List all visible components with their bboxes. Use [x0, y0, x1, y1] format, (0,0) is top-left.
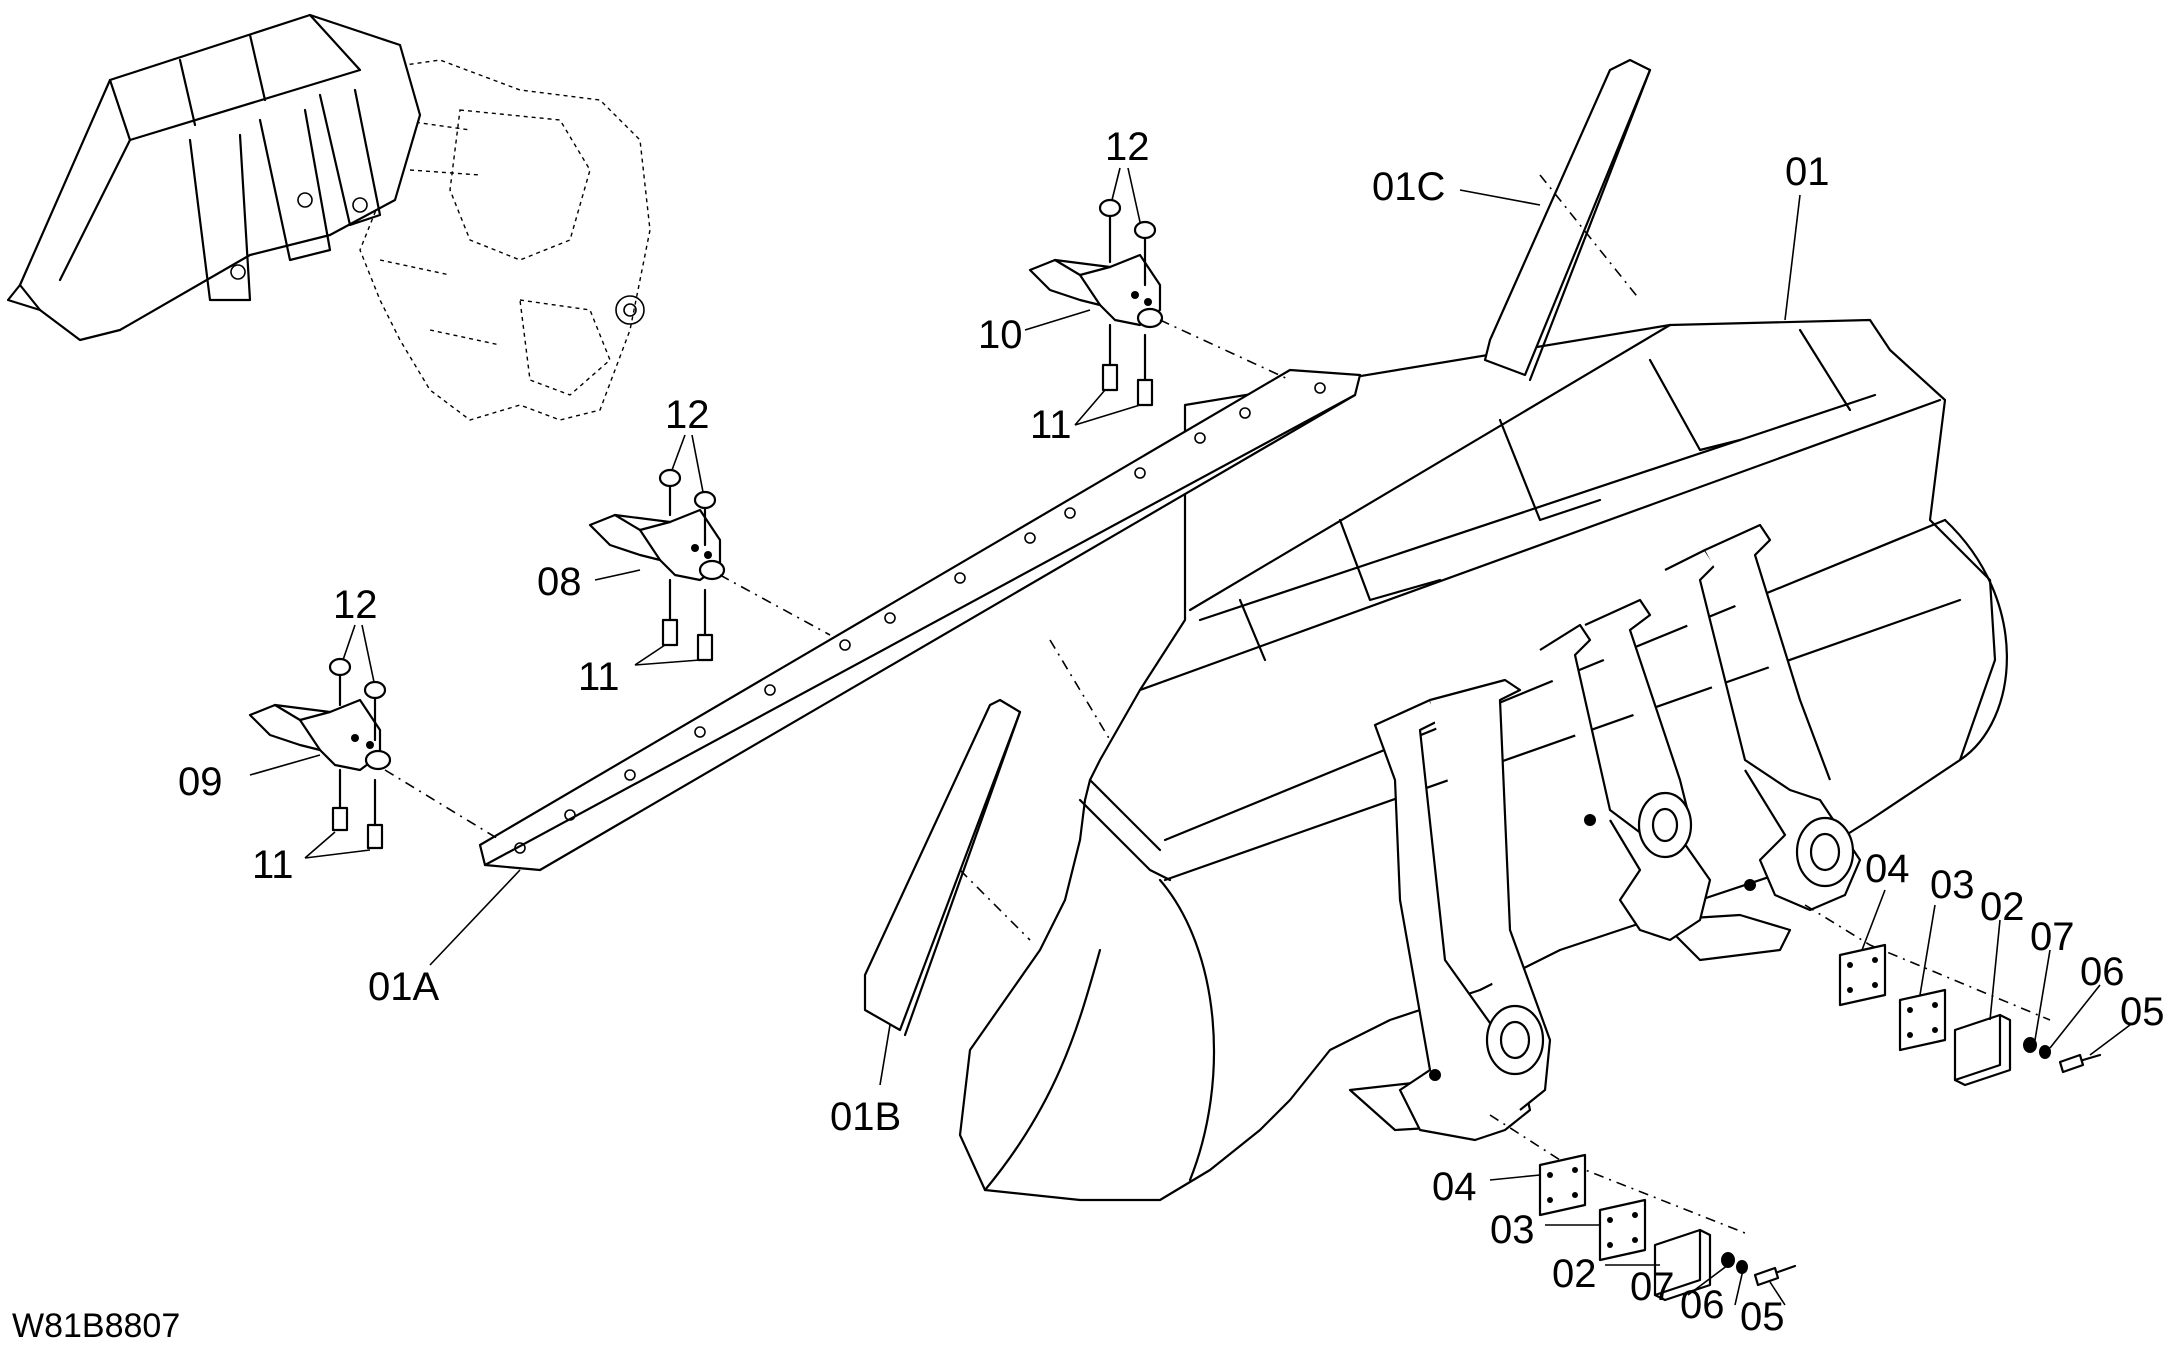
callout-02-right: 02: [1980, 885, 2025, 929]
callout-06-bottom: 06: [1680, 1283, 1725, 1327]
tooth-08: [588, 508, 726, 582]
callout-07-right: 07: [2030, 915, 2075, 959]
callout-01C: 01C: [1372, 165, 1445, 209]
side-cutter-01C: [1483, 58, 1652, 382]
callout-08: 08: [537, 560, 582, 604]
leader-01C-to-bucket: [1539, 174, 1641, 301]
hardware-stack-right: [1804, 904, 2102, 1087]
leader-01A-to-bucket: [1049, 639, 1111, 741]
callout-04-bottom: 04: [1432, 1165, 1477, 1209]
callout-02-bottom: 02: [1552, 1252, 1597, 1296]
cutting-edge-01A: [478, 368, 1362, 872]
leader-09-to-edge: [384, 769, 501, 841]
leader-10-to-edge: [1159, 319, 1291, 381]
callout-11-top: 11: [1030, 403, 1072, 447]
leader-01B-to-bucket: [959, 869, 1031, 941]
callout-11-left: 11: [252, 843, 294, 887]
side-cutter-01B: [863, 698, 1022, 1037]
callout-05-right: 05: [2120, 990, 2165, 1034]
tooth-10: [1028, 253, 1164, 329]
overview-inset: [6, 13, 651, 421]
callout-01A: 01A: [368, 965, 439, 1009]
leader-08-to-edge: [719, 574, 831, 636]
callout-01B: 01B: [830, 1095, 901, 1139]
nuts-and-bolts: [328, 198, 1157, 850]
callout-04-right: 04: [1865, 847, 1910, 891]
callout-10: 10: [978, 313, 1023, 357]
hardware-stack-left: [1489, 1114, 1797, 1302]
drawing-code: W81B8807: [12, 1307, 180, 1345]
callout-labels: 01 01C 01A 01B 12 10 11 12 08 11 12 09 1…: [12, 125, 2165, 1345]
tooth-09: [248, 698, 392, 772]
loader-frame-dashed: [359, 59, 651, 421]
callout-12-middle: 12: [665, 393, 710, 437]
callout-11-middle: 11: [578, 655, 620, 699]
callout-01: 01: [1785, 150, 1830, 194]
callout-03-bottom: 03: [1490, 1208, 1535, 1252]
callout-12-left: 12: [333, 583, 378, 627]
callout-03-right: 03: [1930, 863, 1975, 907]
callout-09: 09: [178, 760, 223, 804]
callout-05-bottom: 05: [1740, 1295, 1785, 1339]
callout-12-top: 12: [1105, 125, 1150, 169]
overview-bucket: [6, 13, 422, 342]
callout-07-bottom: 07: [1630, 1265, 1675, 1309]
callout-06-right: 06: [2080, 950, 2125, 994]
bucket-mount-ears: [1373, 523, 1862, 1142]
leader-lines: [249, 167, 2131, 1306]
